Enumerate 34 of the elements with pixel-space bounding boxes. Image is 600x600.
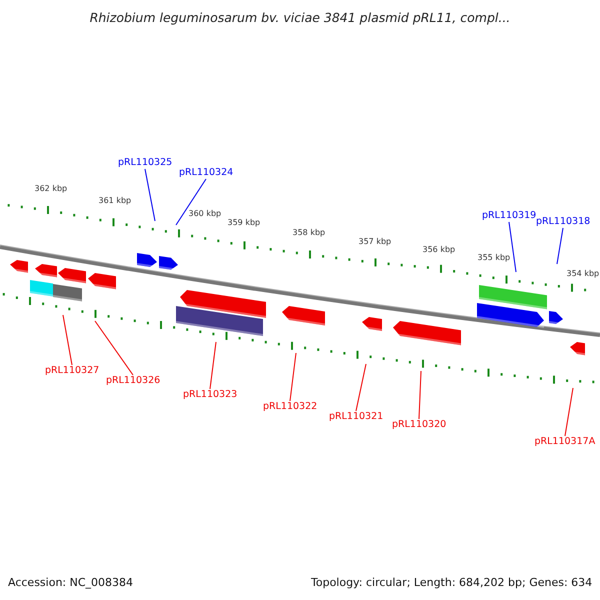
leader-line <box>564 388 574 436</box>
scale-label: 355 kbp <box>478 252 510 262</box>
scale-label: 360 kbp <box>188 208 222 218</box>
scale-label: 354 kbp <box>566 268 600 278</box>
gene-label: pRL110325 <box>118 157 172 169</box>
scale-label: 362 kbp <box>34 184 68 192</box>
leader-line <box>356 364 366 412</box>
leader-line <box>94 320 134 376</box>
gene-label: pRL110321 <box>329 411 384 423</box>
leader-line <box>508 222 516 272</box>
scale-label: 357 kbp <box>358 236 392 246</box>
leader-line <box>290 352 296 402</box>
accession-text: Accession: NC_008384 <box>8 576 134 589</box>
genome-info-text: Topology: circular; Length: 684,202 bp; Genes: 634 <box>311 576 592 589</box>
scale-label: 356 kbp <box>422 244 456 254</box>
scale-label: 358 kbp <box>292 228 326 236</box>
gene-label: pRL110319 <box>482 210 536 222</box>
gene-label: pRL110323 <box>183 389 238 401</box>
gene-label: pRL110324 <box>179 167 234 179</box>
gene-label: pRL110327 <box>45 365 100 377</box>
scale-label: 361 kbp <box>98 196 132 204</box>
leader-line <box>210 342 216 390</box>
leader-line <box>144 168 156 222</box>
title: Rhizobium leguminosarum bv. viciae 3841 plasmid pRL11, compl... <box>88 10 512 25</box>
leader-line <box>176 178 206 226</box>
gene-label: pRL110317A <box>534 436 596 448</box>
scale-label: 359 kbp <box>228 218 260 226</box>
leader-line <box>418 370 422 420</box>
gene-label: pRL110326 <box>106 375 160 387</box>
leader-line <box>62 314 72 366</box>
leader-line <box>556 228 564 264</box>
gene-label: pRL110322 <box>263 401 318 413</box>
gene-label: pRL110318 <box>536 216 590 228</box>
gene-label: pRL110320 <box>392 419 446 431</box>
